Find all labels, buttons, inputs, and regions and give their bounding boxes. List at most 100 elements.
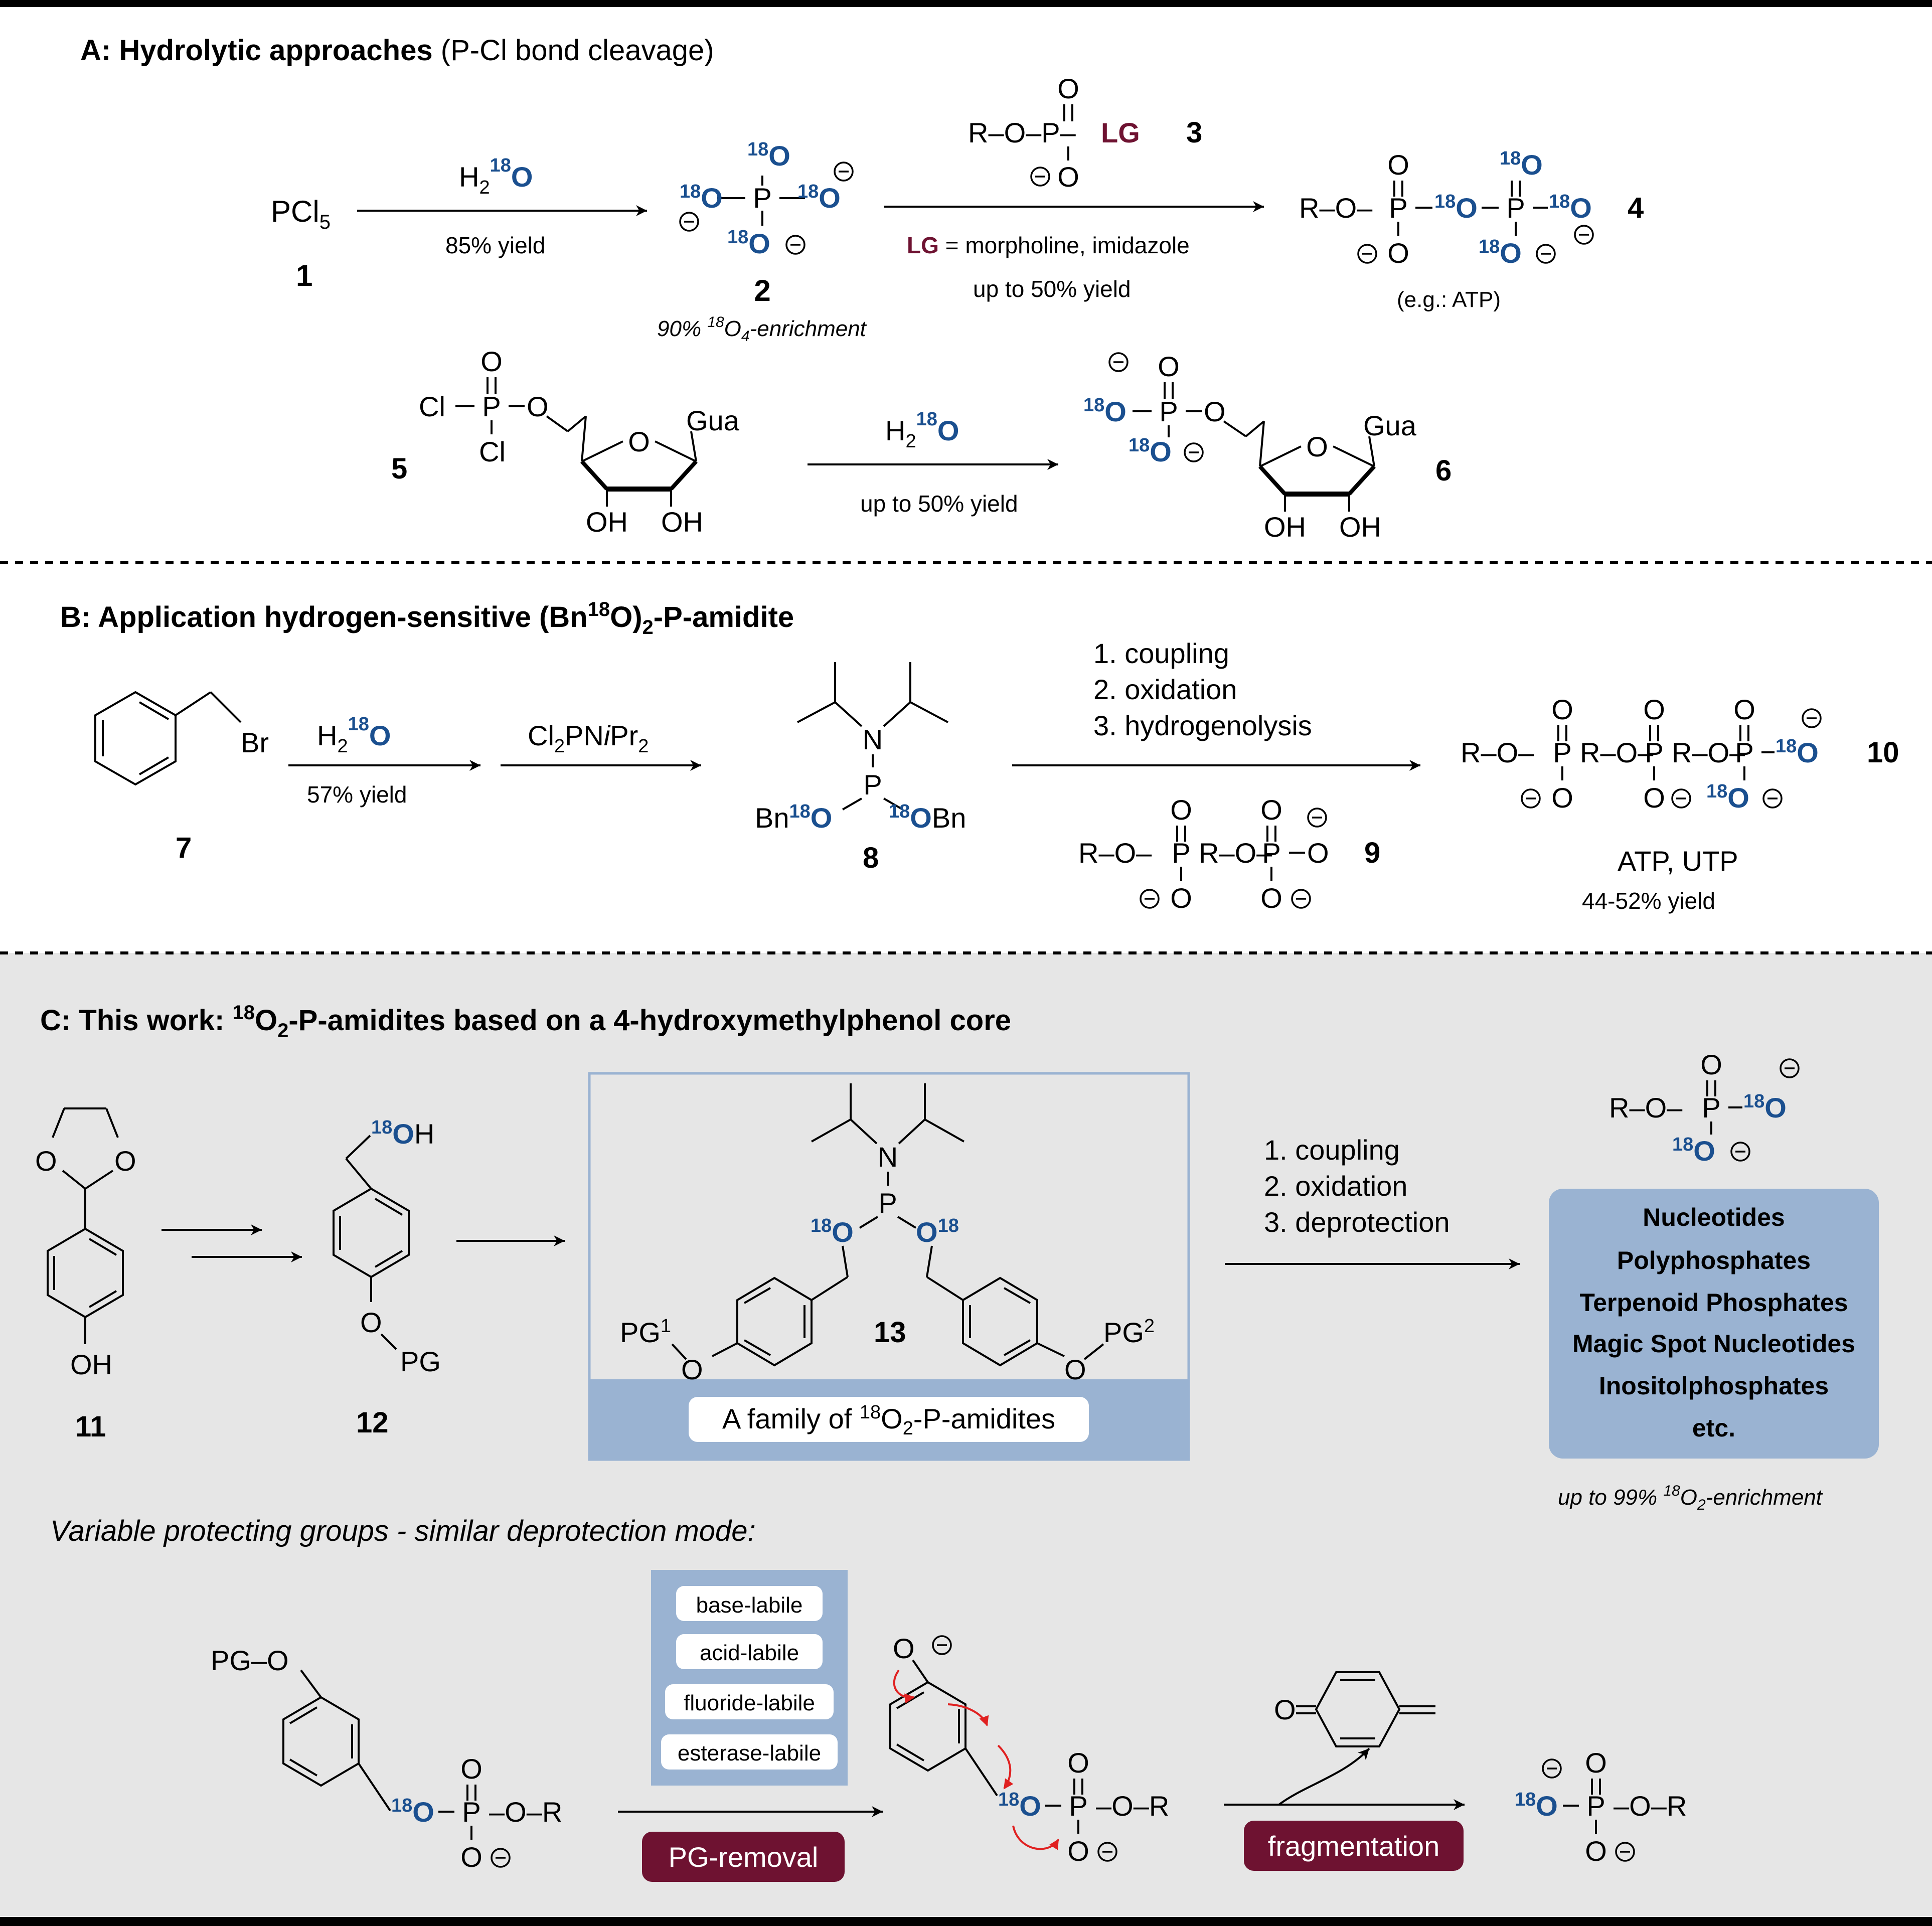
prodc-o-right: 18O [1743, 1091, 1787, 1124]
cpd2-o-left: 18O [680, 181, 723, 214]
start-o-bottom: O [460, 1841, 482, 1873]
prodc-o-top: O [1700, 1049, 1722, 1080]
cpd4-charge-2 [1536, 244, 1556, 264]
int-or: –O–R [1096, 1790, 1169, 1822]
prodc-ro: R–O– [1609, 1092, 1683, 1124]
step-c-line2: 2. oxidation [1264, 1170, 1407, 1202]
cpd7-structure: Br 7 [94, 691, 269, 864]
variable-note: Variable protecting groups - similar dep… [50, 1515, 756, 1547]
application-inositol: Inositolphosphates [1599, 1372, 1829, 1400]
cpd13-p: P [878, 1187, 897, 1219]
cpd4-number: 4 [1628, 192, 1644, 224]
cpd10-number: 10 [1867, 736, 1899, 769]
cpd6-structure: O P 18O 18O O O Gua OH OH 6 [1083, 351, 1452, 543]
cpd4-o2-bottom: 18O [1479, 236, 1522, 269]
final-charge-1 [1542, 1758, 1562, 1779]
product-c-structure: R–O– P O 18O 18O [1609, 1049, 1800, 1167]
cpd8-p: P [863, 769, 882, 800]
step-c-line3: 3. deprotection [1264, 1206, 1450, 1238]
cpd8-n: N [863, 724, 883, 755]
cpd2-charge-left [679, 212, 699, 232]
cpd8-obn-right: 18OBn [889, 801, 966, 834]
cpd13-pg2: PG2 [1103, 1316, 1155, 1348]
cpd1-formula: PCl5 [271, 195, 331, 233]
start-pg-o: PG–O [211, 1645, 289, 1676]
cpd3-charge [1030, 167, 1050, 187]
step-c-line1: 1. coupling [1264, 1134, 1400, 1166]
labile-esterase-bg [661, 1734, 838, 1770]
cpd4-o1-top: O [1387, 149, 1409, 181]
int-o18: 18O [998, 1789, 1041, 1822]
cpd10-charge-4 [1802, 708, 1822, 728]
cpd4-p2: P [1506, 192, 1525, 224]
cpd10-o1-top: O [1551, 694, 1573, 725]
red-arrow-3 [997, 1744, 1014, 1790]
cpd6-o-top: O [1158, 351, 1180, 382]
cpd5-oh2: OH [661, 506, 703, 538]
prodc-charge-2 [1780, 1058, 1800, 1078]
cpd9-bridge: R–O– [1199, 837, 1272, 869]
section-c-title: C: This work: 18O2-P-amidites based on a… [40, 1002, 1011, 1042]
cpd10-o1-bottom: O [1551, 782, 1573, 814]
bottom-border [0, 1917, 1932, 1926]
cpd12-pg: PG [400, 1346, 441, 1377]
cpd10-charge-1 [1521, 788, 1541, 809]
application-magic-spot: Magic Spot Nucleotides [1572, 1330, 1855, 1358]
cpd2-charge-bottom [785, 235, 806, 255]
cpd8-structure: N P Bn18O 18OBn 8 [755, 662, 966, 874]
cpd2-p: P [753, 182, 771, 214]
labile-fluoride-bg [665, 1684, 834, 1719]
cpd13-o-pg2: O [1064, 1354, 1086, 1385]
red-arrow-4 [1012, 1825, 1059, 1850]
cpd12-number: 12 [356, 1406, 389, 1439]
section-a-title-rest: (P-Cl bond cleavage) [433, 34, 714, 67]
cpd9-o-terminal: O [1307, 837, 1329, 869]
cpd10-yield: 44-52% yield [1582, 888, 1715, 914]
cpd9-p1: P [1172, 837, 1190, 869]
red-arrow-1 [893, 1669, 915, 1704]
cpd13-o-left: 18O [811, 1215, 854, 1248]
cpd12-structure: 18OH O PG 12 [333, 1117, 441, 1439]
pg-removal-pill [642, 1832, 845, 1882]
cpd7-number: 7 [176, 832, 192, 864]
cpd13-structure: N P 18O O18 O PG1 O PG2 13 [620, 1083, 1155, 1385]
cpd9-o2-top: O [1260, 794, 1282, 826]
final-or: –O–R [1614, 1790, 1687, 1822]
cpd11-structure: O O OH 11 [35, 1107, 136, 1443]
cpd10-o2-bottom: O [1643, 782, 1665, 814]
cpd5-oh1: OH [586, 506, 628, 538]
labile-acid-bg [676, 1634, 823, 1669]
cpd2-structure: P 18O 18O 18O 18O [679, 139, 854, 259]
cpd9-charge-1 [1140, 889, 1160, 909]
step-a2-lg: LG = morpholine, imidazole [907, 232, 1190, 258]
cpd13-number: 13 [874, 1316, 906, 1349]
cpd10-o3-bottom: 18O [1706, 781, 1749, 814]
cpd3-number: 3 [1186, 116, 1202, 149]
cpd9-charge-3 [1307, 808, 1327, 828]
final-o-top: O [1585, 1747, 1607, 1779]
cpd10-p3: P [1735, 737, 1753, 768]
cpd4-ro: R–O– [1299, 192, 1373, 224]
step-b3-line3: 3. hydrogenolysis [1093, 710, 1312, 741]
step-b2-reagent: Cl2PNiPr2 [528, 720, 649, 757]
int-o-top: O [1067, 1747, 1089, 1779]
cpd11-o1: O [35, 1145, 57, 1177]
prodc-p: P [1702, 1092, 1720, 1124]
cpd5-p: P [482, 391, 501, 422]
cpd2-o-top: 18O [747, 139, 790, 172]
start-charge [491, 1848, 511, 1868]
cpd6-oh2: OH [1339, 511, 1381, 543]
cpd9-o1-bottom: O [1170, 882, 1192, 914]
int-p: P [1069, 1790, 1087, 1822]
enrichment-note: up to 99% 18O2-enrichment [1558, 1483, 1823, 1513]
int-charge-1 [932, 1635, 952, 1655]
quinone-methide: O [1274, 1671, 1435, 1747]
cpd6-o-ester: O [1204, 396, 1226, 427]
cpd4-p1: P [1389, 192, 1407, 224]
labile-base-bg [676, 1586, 823, 1621]
step-b1-yield: 57% yield [307, 781, 407, 808]
cpd8-obn-left: Bn18O [755, 801, 832, 834]
cpd6-base: Gua [1363, 410, 1417, 441]
cpd9-structure: R–O– P O O R–O– P O O O 9 [1078, 794, 1380, 914]
